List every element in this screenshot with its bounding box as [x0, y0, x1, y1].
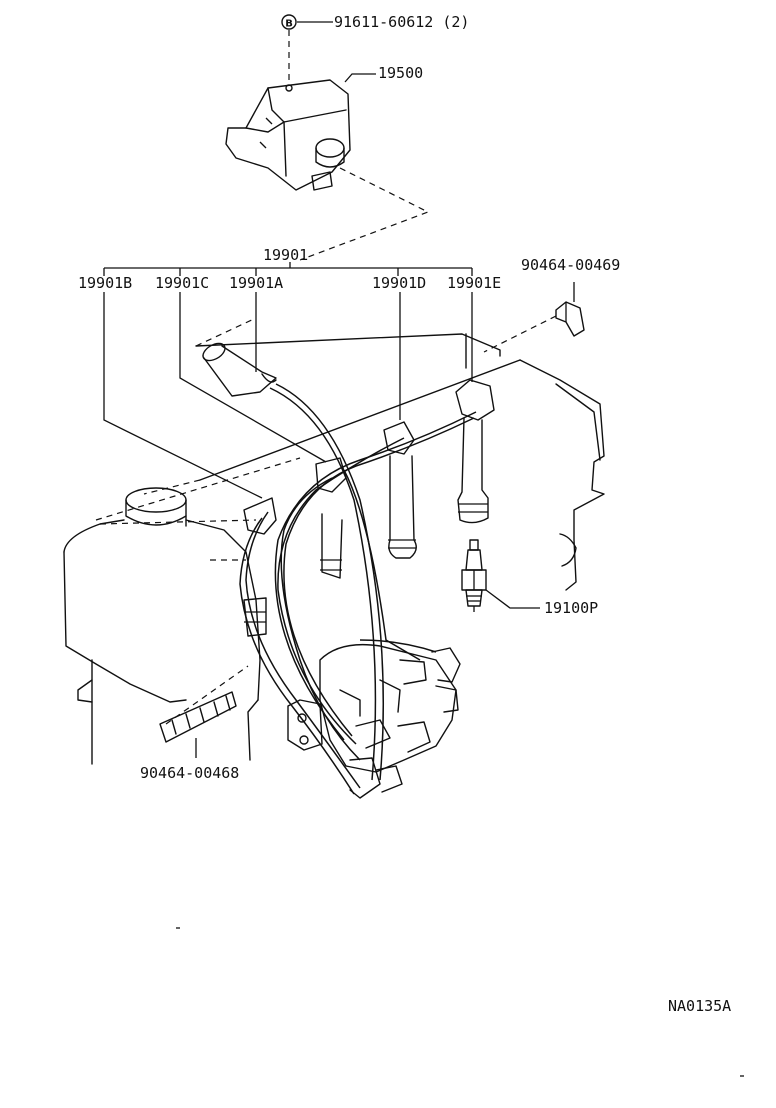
upper-clamp-part-number: 90464-00469 [521, 256, 621, 274]
spark-plug-leader [485, 589, 540, 609]
spark-plug-part-number: 19100P [544, 599, 599, 617]
lower-clamp-part-number: 90464-00468 [140, 764, 240, 782]
cord-b-part-number: 19901B [78, 274, 133, 292]
bolt-symbol-letter: B [285, 19, 293, 30]
cord-c-part-number: 19901C [155, 274, 210, 292]
cord-set-part-number: 19901 [263, 246, 309, 264]
upper-clamp [555, 301, 585, 337]
cord-c-leader [179, 292, 327, 463]
cord-set-bracket [103, 262, 473, 276]
coil-part-number: 19500 [378, 64, 424, 82]
bolt-symbol: B [281, 14, 297, 30]
coil-leader [344, 73, 376, 83]
spark-plug [461, 539, 487, 612]
cord-d-part-number: 19901D [372, 274, 427, 292]
bolt-part-number: 91611-60612 (2) [334, 13, 470, 31]
cord-a-part-number: 19901A [229, 274, 284, 292]
coil-dashed-guide [299, 167, 430, 261]
lower-clamp-dashed-guide [165, 665, 249, 725]
lower-clamp [159, 691, 237, 743]
ignition-cords [239, 383, 477, 795]
upper-clamp-dashed-guide [483, 315, 557, 353]
ignition-coil [225, 79, 351, 191]
engine-head [63, 317, 605, 765]
drawing-code: NA0135A [668, 997, 732, 1015]
cord-b-leader [103, 292, 263, 499]
plug-boots [243, 379, 495, 637]
cord-e-part-number: 19901E [447, 274, 502, 292]
distributor [287, 643, 461, 799]
coil-wire-boot [202, 342, 277, 397]
